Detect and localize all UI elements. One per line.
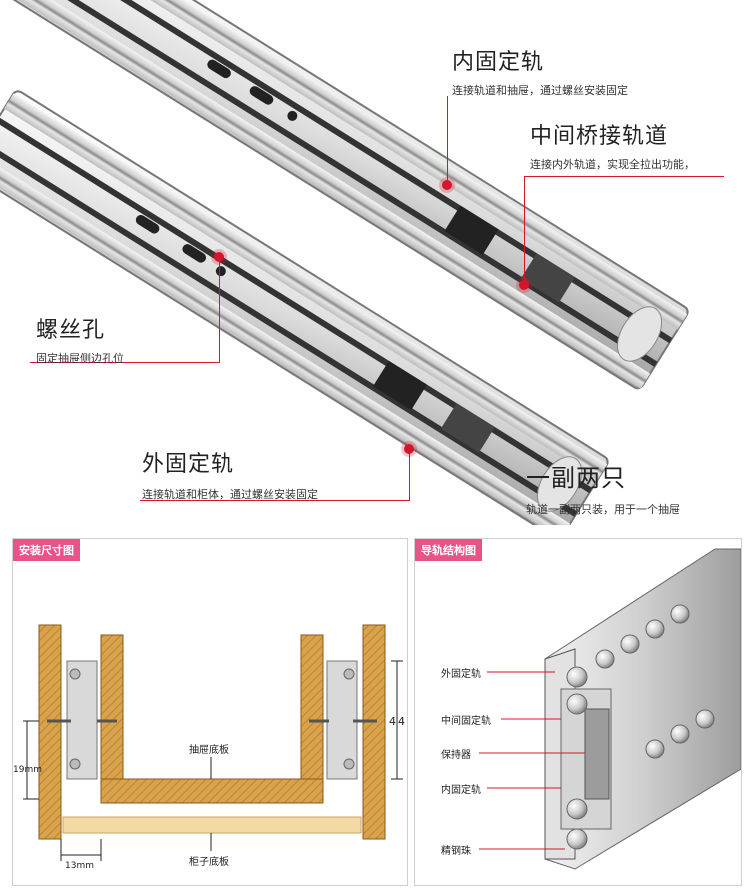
leader-line: [219, 258, 220, 362]
callout-subtitle: 连接轨道和柜体，通过螺丝安装固定: [142, 488, 318, 501]
part-label-retainer: 保持器: [441, 750, 471, 761]
rail-cross-section: [479, 548, 741, 870]
upper-rail: [0, 0, 689, 390]
dimension-44: 44: [389, 715, 407, 728]
callout-title: 一副两只: [526, 464, 626, 492]
panel-tag: 导轨结构图: [415, 539, 482, 561]
marker-dot: [442, 180, 452, 190]
callout-subtitle: 轨道一副两只装，用于一个抽屉: [526, 503, 680, 516]
product-photo: [0, 0, 689, 540]
callout-title: 外固定轨: [142, 452, 235, 477]
marker-dot: [519, 280, 529, 290]
slide-rails-illustration: [0, 0, 689, 540]
leader-line: [30, 362, 220, 363]
callout-screw-hole: 螺丝孔 固定抽屉侧边孔位: [36, 312, 124, 366]
leader-line: [140, 500, 410, 501]
lower-rail: [0, 90, 609, 540]
marker-dot: [214, 252, 224, 262]
drawer-bottom-label: 抽屉底板: [189, 745, 229, 756]
part-label-outer-rail: 外固定轨: [441, 669, 481, 680]
dimension-19mm: 19mm: [13, 765, 42, 775]
part-label-inner-rail: 内固定轨: [441, 785, 481, 796]
leader-line: [447, 96, 448, 186]
part-label-steel-ball: 精钢珠: [441, 846, 471, 857]
callout-middle-rail: 中间桥接轨道 连接内外轨道，实现全拉出功能，: [530, 118, 695, 172]
callout-title: 中间桥接轨道: [530, 124, 669, 149]
callout-outer-rail: 外固定轨 连接轨道和柜体，通过螺丝安装固定: [142, 446, 318, 502]
callout-title: 螺丝孔: [36, 318, 106, 343]
callout-subtitle: 连接轨道和抽屉，通过螺丝安装固定: [452, 84, 628, 97]
leader-line: [524, 176, 525, 284]
marker-dot: [404, 444, 414, 454]
callout-inner-rail: 内固定轨 连接轨道和抽屉，通过螺丝安装固定: [452, 44, 628, 98]
part-label-middle-rail: 中间固定轨: [441, 716, 491, 727]
install-dimension-panel: 安装尺寸图: [12, 538, 408, 886]
callout-subtitle: 固定抽屉侧边孔位: [36, 352, 124, 365]
panel-tag: 安装尺寸图: [13, 539, 80, 561]
leader-line: [409, 450, 410, 500]
callout-pair: 一副两只 轨道一副两只装，用于一个抽屉: [526, 458, 680, 517]
callout-title: 内固定轨: [452, 50, 545, 75]
install-diagram: [23, 624, 403, 861]
leader-line: [524, 176, 724, 177]
cabinet-bottom-label: 柜子底板: [189, 857, 229, 868]
dimension-13mm: 13mm: [65, 861, 94, 871]
callout-subtitle: 连接内外轨道，实现全拉出功能，: [530, 158, 695, 171]
rail-structure-panel: 导轨结构图: [414, 538, 742, 886]
